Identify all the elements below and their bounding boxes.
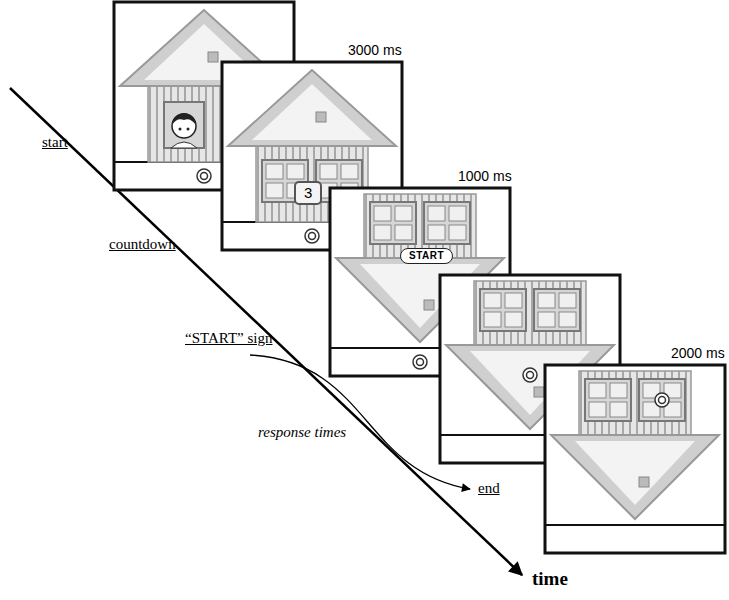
duration-label: 2000 ms <box>671 345 725 361</box>
drawing-use <box>424 202 470 244</box>
drawing-use <box>370 202 416 244</box>
drawing-use <box>655 393 669 407</box>
drawing-use <box>197 169 211 183</box>
drawing-path <box>172 113 196 125</box>
event-label: start <box>42 134 68 151</box>
duration-label: 3000 ms <box>348 42 402 58</box>
drawing-use <box>413 355 427 369</box>
drawing-circle <box>179 128 182 131</box>
drawing-rect <box>164 102 204 148</box>
event-label: “START” sign <box>185 330 272 347</box>
drawing-circle <box>187 128 190 131</box>
drawing-use <box>534 289 580 331</box>
node-text: 3 <box>304 184 312 202</box>
event-label: end <box>478 480 500 497</box>
event-label: countdown <box>109 236 176 253</box>
arrow-label: response times <box>258 424 346 441</box>
node-text: START <box>409 250 444 262</box>
drawing-use <box>551 371 719 519</box>
drawing-use <box>585 379 631 421</box>
drawing-path <box>171 142 197 148</box>
drawing-use <box>639 379 685 421</box>
countdown-number-box: 3 <box>294 181 322 205</box>
drawing-use <box>545 365 725 553</box>
start-button: START <box>400 248 453 264</box>
screen-frame <box>545 365 725 553</box>
duration-label: 1000 ms <box>458 168 512 184</box>
drawing-circle <box>172 114 196 138</box>
drawing-use <box>523 368 537 382</box>
response-time-arrow <box>250 355 470 489</box>
drawing-use <box>480 289 526 331</box>
drawing-use <box>305 229 319 243</box>
axis-title: time <box>532 568 568 590</box>
